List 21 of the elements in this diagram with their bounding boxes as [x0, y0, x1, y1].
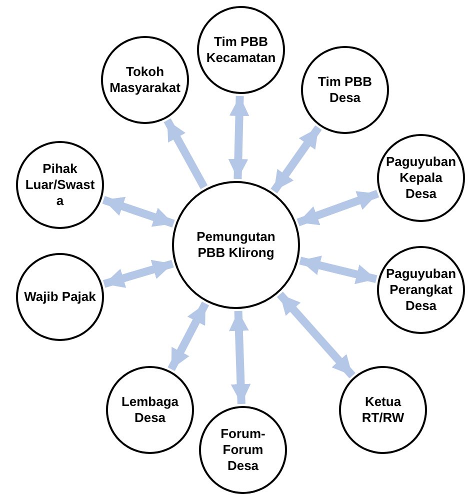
node-label: Tim PBB Kecamatan	[205, 34, 277, 66]
node-label: Tim PBB Desa	[317, 74, 373, 106]
arrow	[168, 302, 210, 372]
node-label: Paguyuban Perangkat Desa	[385, 266, 457, 314]
node-label: Lembaga Desa	[120, 394, 180, 426]
arrow	[164, 118, 208, 190]
arrow	[228, 310, 251, 404]
arrow	[102, 260, 174, 288]
arrow	[270, 125, 322, 194]
node-label: Forum-Forum Desa	[220, 426, 266, 474]
arrow	[296, 190, 380, 226]
node-label: Paguyuban Kepala Desa	[385, 154, 457, 202]
node-label: Tokoh Masyarakat	[109, 64, 181, 96]
node-label: Pihak Luar/Swasta	[24, 161, 96, 209]
node-label: Pemungutan PBB Klirong	[196, 229, 276, 261]
node-label: Wajib Pajak	[24, 289, 96, 305]
arrow	[102, 196, 175, 228]
arrow	[276, 292, 356, 378]
arrow	[299, 256, 378, 284]
arrow	[228, 96, 250, 180]
node-label: Ketua RT/RW	[360, 394, 406, 426]
